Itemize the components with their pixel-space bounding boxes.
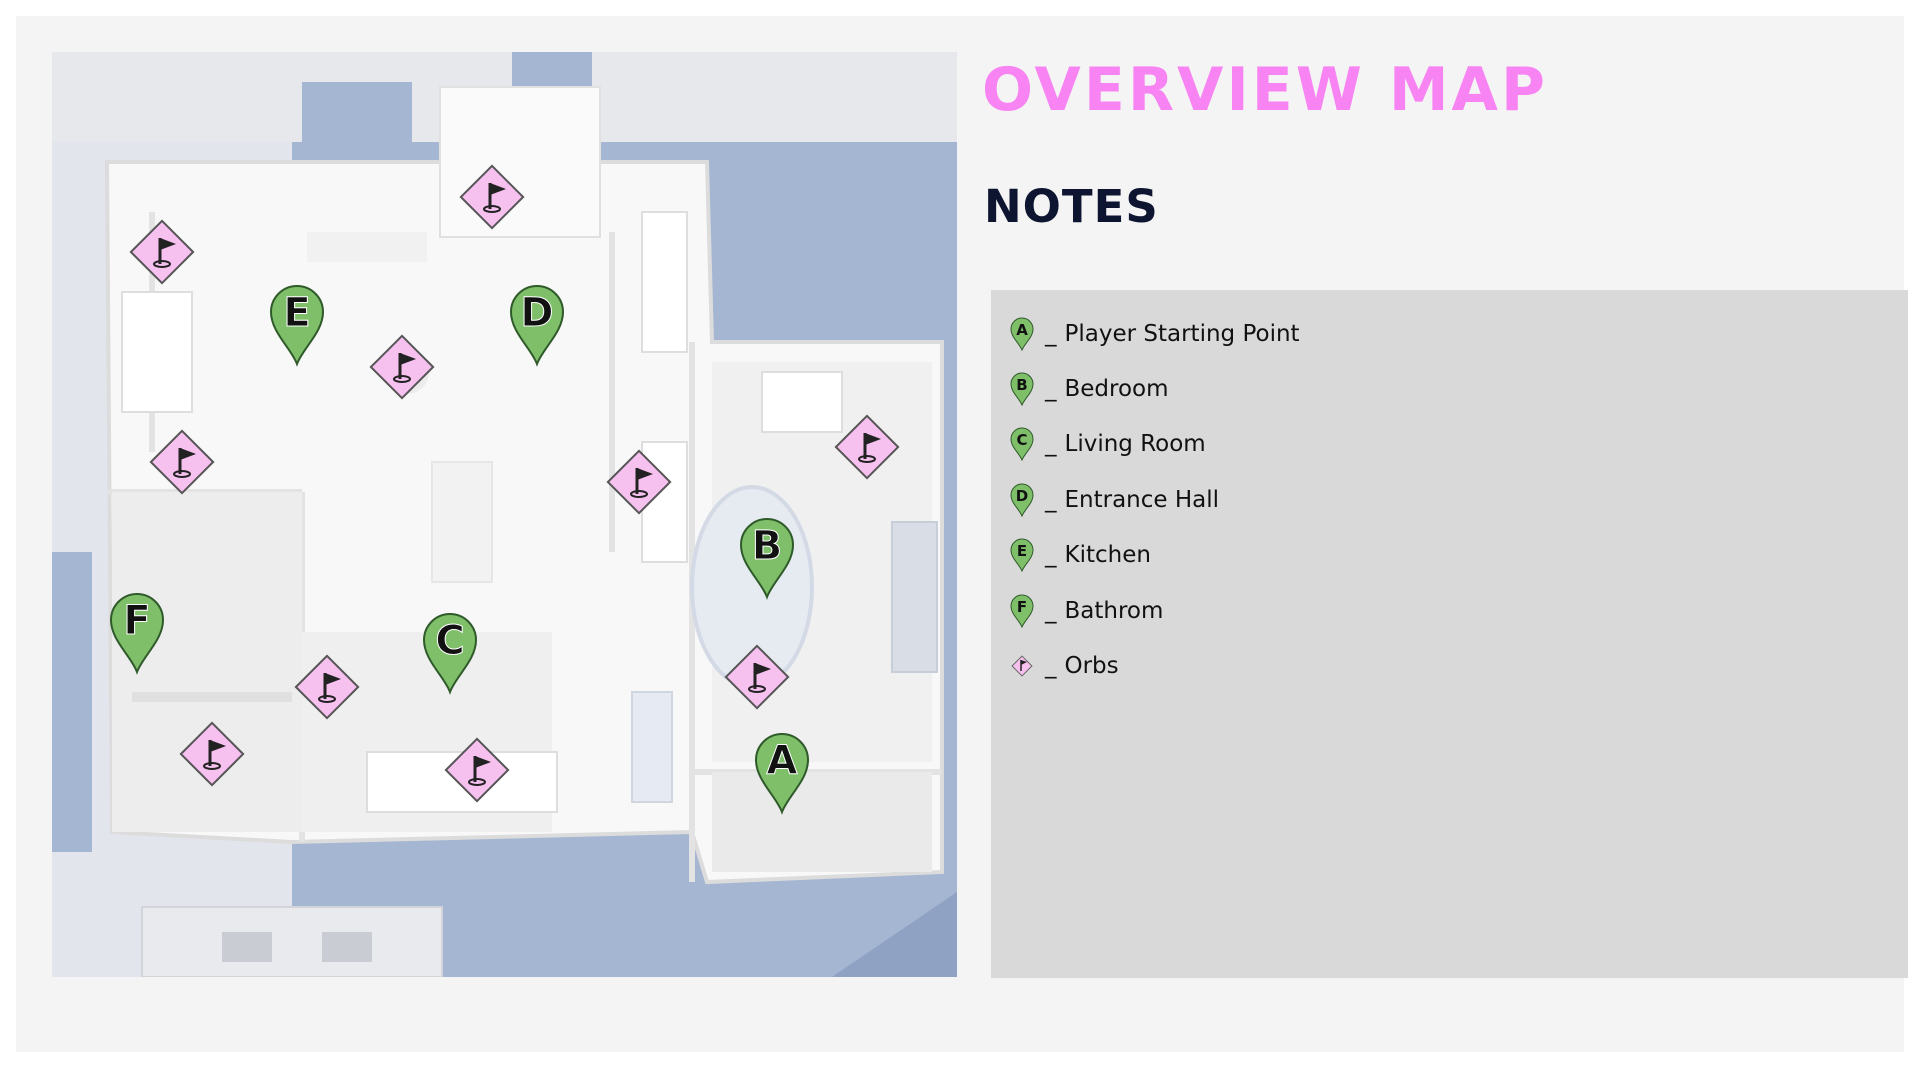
flag-orb-icon[interactable] xyxy=(294,654,360,720)
pin-icon-b[interactable]: B xyxy=(739,518,795,600)
legend-label: Living Room xyxy=(1064,431,1206,458)
notes-heading: NOTES xyxy=(984,180,1159,233)
legend-item-entrance-hall: D _ Entrance Hall xyxy=(1009,472,1908,527)
slide: E D B F C xyxy=(16,16,1908,1052)
flag-orb-icon[interactable] xyxy=(444,737,510,803)
pin-icon-e[interactable]: E xyxy=(269,285,325,367)
legend-item-living-room: C _ Living Room xyxy=(1009,417,1908,472)
pin-icon: A xyxy=(1010,317,1034,351)
svg-text:A: A xyxy=(1016,321,1028,339)
location-pins: E D B F C xyxy=(109,285,810,815)
pin-icon: E xyxy=(1010,538,1034,573)
pin-icon: B xyxy=(1010,372,1034,407)
legend-separator: _ xyxy=(1045,376,1057,403)
pin-icon: C xyxy=(1010,428,1034,462)
legend-item-bedroom: B _ Bedroom xyxy=(1009,361,1908,416)
flag-orb-icon[interactable] xyxy=(179,721,245,787)
pin-icon: F xyxy=(1010,594,1034,628)
legend-item-kitchen: E _ Kitchen xyxy=(1009,528,1908,583)
legend-label: Player Starting Point xyxy=(1064,320,1300,347)
legend-separator: _ xyxy=(1045,542,1057,569)
legend-separator: _ xyxy=(1045,320,1057,347)
legend-item-bathroom: F _ Bathrom xyxy=(1009,583,1908,638)
pin-letter: B xyxy=(752,523,783,569)
legend-label: Bedroom xyxy=(1064,376,1169,403)
flag-orb-icon xyxy=(1011,655,1033,677)
flag-orb-icon[interactable] xyxy=(129,219,195,285)
legend-separator: _ xyxy=(1045,486,1057,513)
svg-text:F: F xyxy=(1017,598,1027,616)
svg-text:C: C xyxy=(1016,431,1027,449)
pin-letter: A xyxy=(767,738,798,784)
pin-icon-f[interactable]: F xyxy=(109,593,165,675)
overview-map: E D B F C xyxy=(52,52,957,977)
pin-icon: D xyxy=(1010,483,1034,517)
map-canvas: E D B F C xyxy=(52,52,957,977)
legend-separator: _ xyxy=(1045,653,1057,680)
legend-label: Bathrom xyxy=(1064,597,1164,624)
pin-letter: F xyxy=(123,598,150,644)
flag-orb-icon[interactable] xyxy=(834,414,900,480)
page-title: OVERVIEW MAP xyxy=(982,55,1548,125)
flag-orb-icon[interactable] xyxy=(149,429,215,495)
legend-label: Orbs xyxy=(1064,653,1119,680)
legend-item-player-start: A _ Player Starting Point xyxy=(1009,306,1908,361)
flag-orb-icon[interactable] xyxy=(369,334,435,400)
svg-text:B: B xyxy=(1016,376,1027,394)
pin-letter: E xyxy=(283,290,310,336)
legend-label: Entrance Hall xyxy=(1064,486,1220,513)
pin-letter: C xyxy=(435,618,464,664)
svg-text:E: E xyxy=(1017,542,1027,560)
legend-item-orbs: _ Orbs xyxy=(1009,638,1908,693)
flag-orb-icon[interactable] xyxy=(606,449,672,515)
orb-markers xyxy=(129,164,900,803)
flag-orb-icon[interactable] xyxy=(724,644,790,710)
pin-icon-d[interactable]: D xyxy=(509,285,565,367)
legend-separator: _ xyxy=(1045,597,1057,624)
flag-orb-icon[interactable] xyxy=(459,164,525,230)
pin-icon-c[interactable]: C xyxy=(422,613,478,695)
legend-panel: A _ Player Starting Point B _ Bedroom C … xyxy=(991,290,1908,978)
pin-icon-a[interactable]: A xyxy=(754,733,810,815)
pin-letter: D xyxy=(520,290,553,336)
legend-list: A _ Player Starting Point B _ Bedroom C … xyxy=(991,290,1908,694)
legend-label: Kitchen xyxy=(1064,542,1151,569)
svg-text:D: D xyxy=(1016,487,1028,505)
legend-separator: _ xyxy=(1045,431,1057,458)
